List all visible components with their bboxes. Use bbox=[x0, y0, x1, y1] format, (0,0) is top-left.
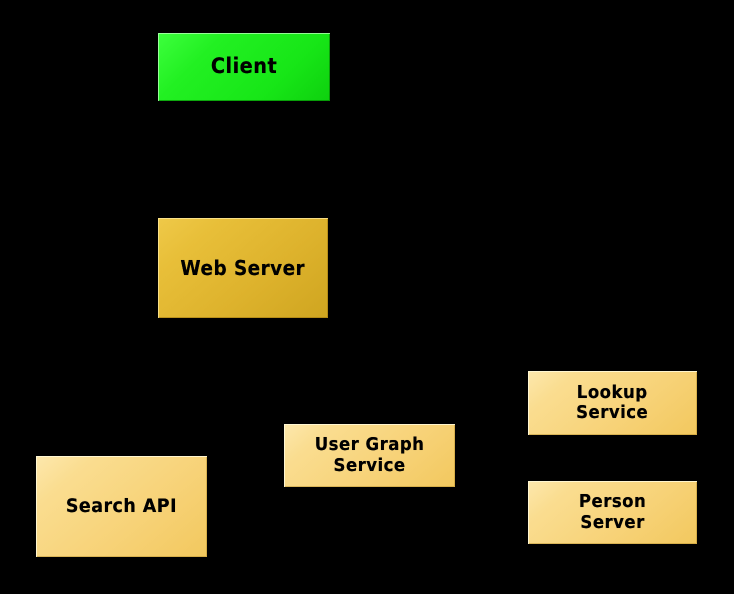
diagram-node-lookup-service[interactable]: Lookup Service bbox=[528, 371, 697, 435]
diagram-node-lookup-service-label: Lookup Service bbox=[576, 381, 649, 423]
diagram-node-client-label: Client bbox=[210, 54, 278, 79]
diagram-node-user-graph-service-label: User Graph Service bbox=[314, 434, 425, 476]
diagram-node-search-api-label: Search API bbox=[65, 494, 178, 517]
diagram-node-person-server[interactable]: Person Server bbox=[528, 481, 697, 544]
diagram-node-client[interactable]: Client bbox=[158, 33, 330, 101]
diagram-node-search-api[interactable]: Search API bbox=[36, 456, 207, 557]
diagram-node-user-graph-service[interactable]: User Graph Service bbox=[284, 424, 455, 487]
diagram-node-web-server-label: Web Server bbox=[180, 255, 306, 280]
diagram-node-web-server[interactable]: Web Server bbox=[158, 218, 328, 318]
diagram-node-person-server-label: Person Server bbox=[578, 491, 647, 533]
